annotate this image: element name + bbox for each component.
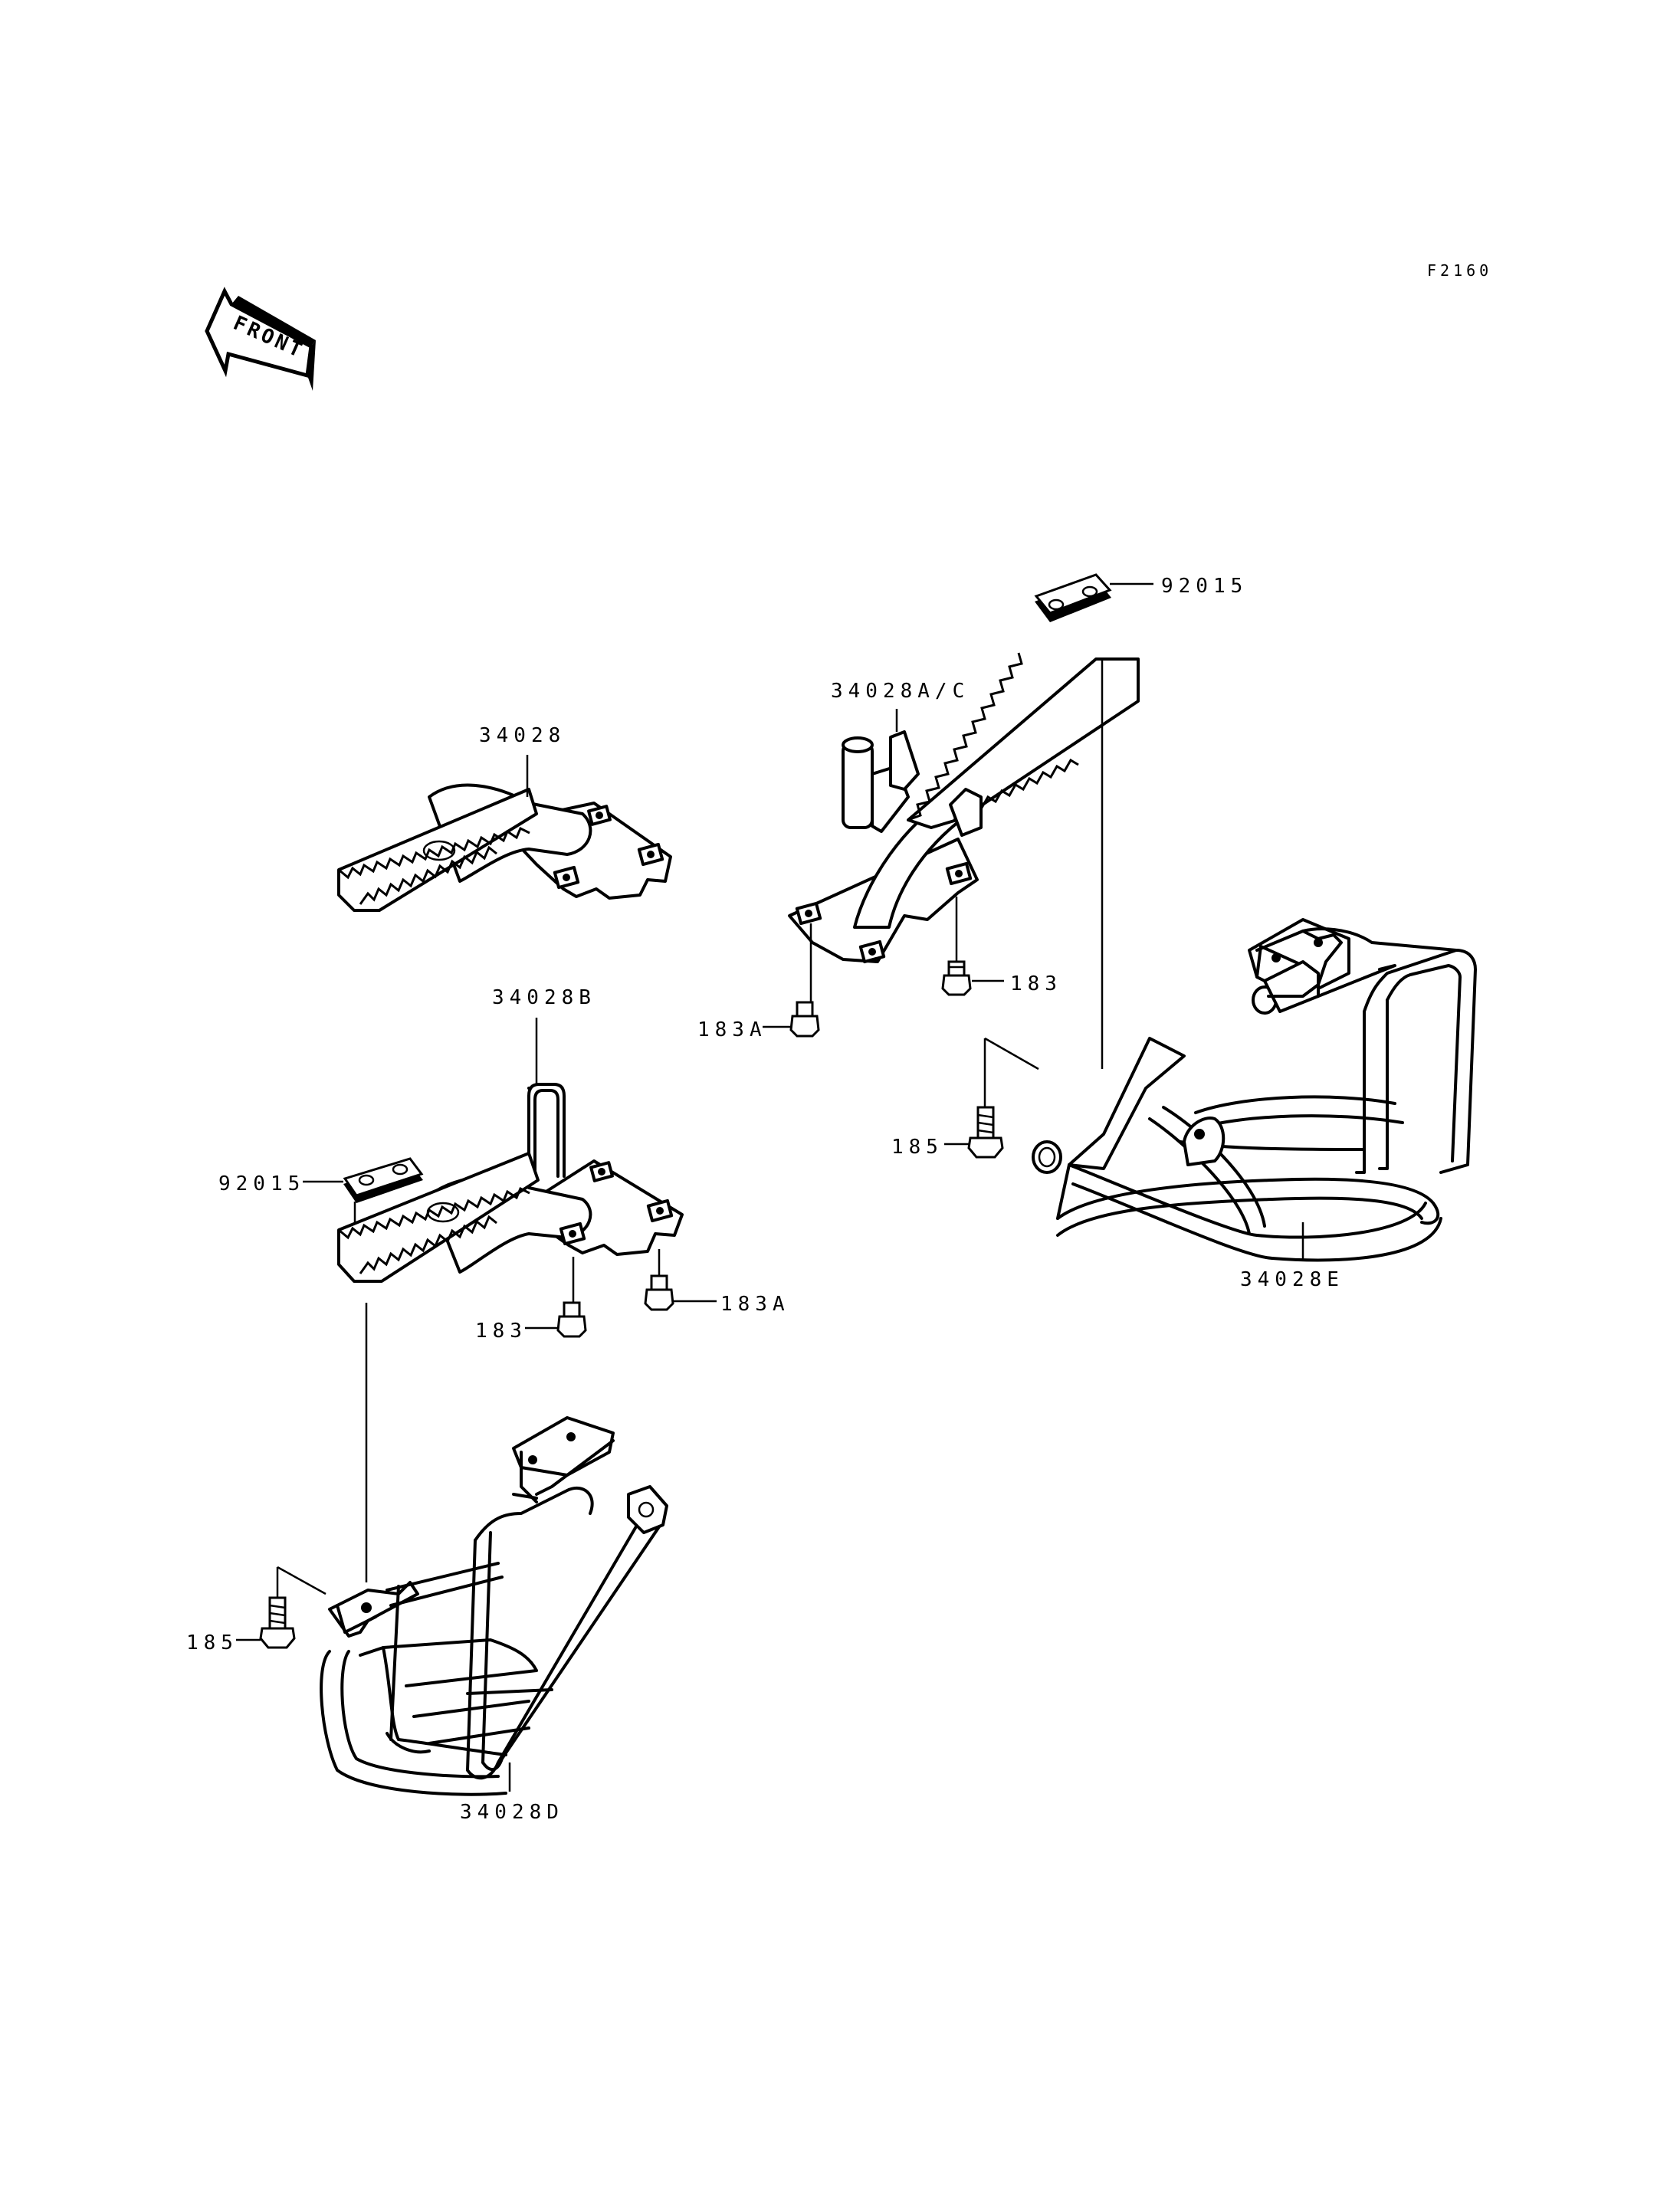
label-185-right: 185 bbox=[891, 1136, 943, 1159]
label-34028d: 34028D bbox=[460, 1801, 564, 1824]
label-185-left: 185 bbox=[186, 1631, 238, 1654]
leader-lines bbox=[236, 582, 1304, 1792]
label-34028: 34028 bbox=[479, 724, 566, 747]
nut-183a-left bbox=[644, 1274, 674, 1311]
bolt-183-right bbox=[941, 960, 972, 996]
plate-92015-right bbox=[1034, 573, 1112, 622]
label-34028b: 34028B bbox=[492, 986, 596, 1009]
plate-92015-left bbox=[343, 1157, 424, 1203]
guard-34028d bbox=[320, 1087, 668, 1796]
bolt-185-right bbox=[967, 1106, 1004, 1159]
label-92015-right: 92015 bbox=[1161, 575, 1248, 598]
front-arrow-icon: FRONT bbox=[205, 287, 316, 391]
step-34028b bbox=[337, 1083, 684, 1283]
label-183a-left: 183A bbox=[720, 1293, 790, 1316]
label-183-left: 183 bbox=[475, 1320, 527, 1343]
label-183-right: 183 bbox=[1010, 972, 1062, 995]
bolt-185-left bbox=[259, 1596, 296, 1649]
nut-183a-right bbox=[789, 1001, 820, 1038]
label-183a-right: 183A bbox=[697, 1018, 767, 1041]
label-34028e: 34028E bbox=[1240, 1268, 1344, 1291]
guard-34028e bbox=[1032, 918, 1477, 1262]
bolt-183-left bbox=[556, 1301, 587, 1338]
figure-code: F2160 bbox=[1427, 261, 1492, 280]
step-34028ac bbox=[788, 652, 1140, 964]
label-92015-left: 92015 bbox=[218, 1172, 305, 1195]
label-34028ac: 34028A/C bbox=[831, 680, 970, 703]
step-34028 bbox=[337, 783, 672, 912]
